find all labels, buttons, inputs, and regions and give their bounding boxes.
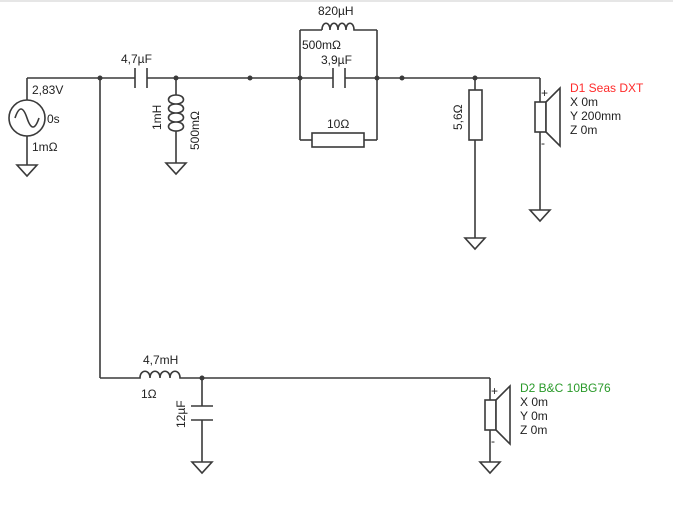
driver-d1-name: D1 Seas DXT bbox=[570, 81, 644, 95]
junction-dot bbox=[297, 75, 303, 81]
shunt-inductor-value: 1mH bbox=[150, 105, 164, 130]
driver-d2-name: D2 B&C 10BG76 bbox=[520, 381, 611, 395]
notch-resistor[interactable]: 10Ω bbox=[311, 117, 365, 148]
notch-capacitor[interactable]: 3,9µF bbox=[321, 53, 352, 88]
ground-icon bbox=[15, 164, 39, 178]
driver-d1-minus: - bbox=[541, 136, 545, 150]
source-delay-label: 0s bbox=[47, 112, 60, 126]
driver-d2-minus: - bbox=[491, 434, 495, 448]
speaker-cone-icon bbox=[545, 86, 561, 148]
inductor-coil-icon bbox=[167, 94, 185, 140]
notch-capacitor-value: 3,9µF bbox=[321, 53, 352, 67]
series-capacitor[interactable]: 4,7µF bbox=[121, 52, 152, 88]
resistor-body bbox=[468, 89, 483, 141]
driver-d2-plus: + bbox=[491, 384, 498, 398]
driver-d1-plus: + bbox=[541, 86, 548, 100]
junction-dot bbox=[199, 375, 205, 381]
resistor-body bbox=[311, 132, 365, 148]
junction-dots bbox=[97, 75, 478, 381]
ground-icon bbox=[463, 237, 487, 251]
ground-icon bbox=[478, 461, 502, 475]
driver-d1-y: Y 200mm bbox=[570, 109, 621, 123]
notch-inductor-value: 820µH bbox=[318, 4, 354, 18]
woofer-inductor-resistance: 1Ω bbox=[141, 387, 157, 401]
junction-dot bbox=[399, 75, 405, 81]
driver-d2[interactable]: + - D2 B&C 10BG76 X 0m Y 0m Z 0m bbox=[484, 381, 611, 448]
junction-dot bbox=[97, 75, 103, 81]
junction-dot bbox=[173, 75, 179, 81]
junction-dot bbox=[247, 75, 253, 81]
shunt-inductor[interactable]: 1mH 500mΩ bbox=[150, 94, 202, 150]
woofer-capacitor[interactable]: 12µF bbox=[174, 400, 213, 428]
series-capacitor-label: 4,7µF bbox=[121, 52, 152, 66]
sine-wave-icon bbox=[14, 108, 40, 128]
voltage-source[interactable]: 2,83V 0s 1mΩ bbox=[8, 83, 63, 154]
ground-icon bbox=[164, 162, 188, 176]
inductor-coil-icon bbox=[138, 370, 182, 379]
notch-resistor-value: 10Ω bbox=[327, 117, 349, 131]
woofer-inductor[interactable]: 4,7mH 1Ω bbox=[138, 353, 182, 401]
junction-dot bbox=[472, 75, 478, 81]
driver-d2-y: Y 0m bbox=[520, 409, 548, 423]
wires bbox=[26, 29, 541, 462]
driver-d1[interactable]: + - D1 Seas DXT X 0m Y 200mm Z 0m bbox=[534, 81, 644, 150]
notch-inductor[interactable]: 820µH 500mΩ bbox=[302, 4, 356, 52]
driver-d2-z: Z 0m bbox=[520, 423, 547, 437]
speaker-cone-icon bbox=[495, 384, 511, 446]
shunt-resistor-value: 5,6Ω bbox=[451, 104, 465, 130]
woofer-capacitor-value: 12µF bbox=[174, 400, 188, 428]
speaker-magnet bbox=[534, 101, 547, 133]
inductor-coil-icon bbox=[321, 22, 356, 31]
driver-d1-z: Z 0m bbox=[570, 123, 597, 137]
source-voltage-label: 2,83V bbox=[32, 83, 63, 97]
speaker-magnet bbox=[484, 399, 497, 431]
ground-symbols bbox=[15, 162, 552, 475]
driver-d1-x: X 0m bbox=[570, 95, 598, 109]
ground-icon bbox=[528, 209, 552, 223]
shunt-resistor[interactable]: 5,6Ω bbox=[451, 89, 483, 141]
source-resistance-label: 1mΩ bbox=[32, 140, 58, 154]
notch-inductor-resistance: 500mΩ bbox=[302, 38, 341, 52]
junction-dot bbox=[374, 75, 380, 81]
woofer-inductor-value: 4,7mH bbox=[143, 353, 178, 367]
shunt-inductor-resistance: 500mΩ bbox=[188, 111, 202, 150]
driver-d2-x: X 0m bbox=[520, 395, 548, 409]
ground-icon bbox=[190, 461, 214, 475]
